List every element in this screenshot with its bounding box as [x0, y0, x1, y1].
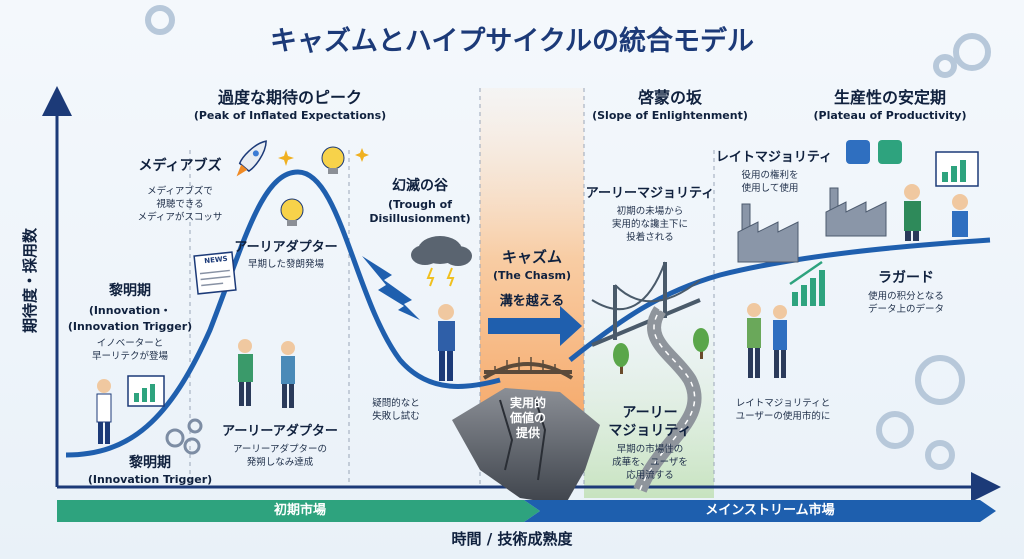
factory-icon [737, 187, 887, 263]
chasm-en-label: (The Chasm) [492, 269, 571, 282]
late-majority-bottom-desc2: ユーザーの使用市的に [735, 411, 831, 422]
x-axis-label: 時間 / 技術成熟度 [451, 530, 573, 548]
adoption-curve [568, 237, 991, 362]
early-majority-bottom-desc3: 応用流する [626, 470, 674, 481]
lightbulb-icon [280, 146, 345, 226]
device-icon [846, 140, 902, 164]
newspaper-icon [193, 251, 237, 295]
chart-board-icon [935, 151, 979, 187]
early-majority-desc2: 実用的な讒主下に [611, 219, 688, 230]
chasm-value3: 提供 [515, 426, 540, 440]
trigger-mid-en1: (Innovation・ [88, 304, 172, 317]
chasm-value2: 価値の [509, 411, 546, 425]
late-majority-desc1: 役用の権利を [741, 170, 799, 181]
late-majority-desc2: 使用して使用 [741, 183, 799, 194]
y-axis-label: 期待度・採用数 [21, 227, 39, 333]
early-majority-bottom-label1: アーリー [622, 405, 678, 421]
chasm-label: キャズム [501, 248, 562, 266]
late-majority-bottom-desc1: レイトマジョリティと [735, 398, 831, 409]
early-majority-bottom-desc1: 早期の市場性の [616, 444, 684, 455]
laggards-desc1: 使用の积分となる [868, 291, 944, 302]
trigger-mid-desc2: 早ーリテクが登場 [91, 351, 168, 362]
early-market-bar [57, 500, 540, 522]
early-adopters-desc: 早期した發朗発場 [247, 259, 324, 270]
trigger-en-label: (Innovation Trigger) [87, 473, 213, 486]
late-majority-label: レイトマジョリティ [715, 150, 833, 165]
trough-desc2: 失敗し試む [372, 411, 420, 422]
trough-label: 幻滅の谷 [392, 178, 448, 194]
tree-icon [613, 328, 709, 374]
hype-curve [65, 169, 501, 458]
media-buzz-desc2: 視聴できる [156, 199, 204, 210]
trough-en1: (Trough of [387, 198, 452, 211]
early-adopters-label: アーリアダプター [234, 240, 338, 255]
early-adopters-bottom-desc1: アーリーアダプターの [232, 444, 328, 455]
trigger-label: 黎明期 [129, 455, 171, 471]
slope-label: 啓蒙の坂 [637, 88, 702, 107]
media-buzz-label: メディアブズ [138, 158, 222, 174]
early-adopters-bottom-desc2: 発朔しなみ達成 [246, 457, 314, 468]
mainstream-market-bar [524, 500, 996, 522]
rocket-icon [236, 140, 267, 177]
gear-icon [145, 5, 991, 470]
early-majority-label: アーリーマジョリティ [585, 186, 715, 201]
trigger-mid-desc1: イノベーターと [96, 338, 164, 349]
slope-en-label: (Slope of Enlightenment) [592, 109, 748, 122]
plateau-en-label: (Plateau of Productivity) [813, 109, 967, 122]
growth-chart-icon [789, 260, 825, 306]
media-buzz-desc3: メディアがスコッサ [137, 212, 223, 223]
mainstream-market-label: メインストリーム市場 [705, 503, 835, 518]
laggards-desc2: データ上のデータ [867, 304, 944, 315]
peak-en-label: (Peak of Inflated Expectations) [193, 109, 387, 122]
storm-cloud-icon [411, 236, 472, 287]
early-majority-desc1: 初期の未場から [616, 206, 684, 217]
arch-bridge-icon [482, 357, 574, 380]
chasm-arrow [488, 306, 582, 346]
trigger-mid-en2: (Innovation Trigger) [67, 320, 193, 333]
person-icon [96, 184, 968, 444]
trough-en2: Disillusionment) [369, 212, 471, 225]
chasm-value1: 実用的 [509, 396, 546, 410]
peak-label: 過度な期待のピーク [217, 88, 362, 107]
early-majority-bottom-label2: マジョリティ [608, 423, 692, 439]
chasm-action-label: 溝を越える [499, 294, 565, 309]
suspension-bridge-icon [591, 261, 701, 347]
trough-desc1: 疑問的なと [372, 398, 420, 409]
chart-board-icon [127, 375, 165, 407]
trigger-mid-label: 黎明期 [109, 283, 151, 299]
laggards-label: ラガード [878, 270, 934, 286]
page-title: キャズムとハイプサイクルの統合モデル [269, 26, 755, 57]
chasm-rock [452, 388, 600, 505]
gear-icon [165, 418, 203, 455]
lightning-icon [362, 256, 420, 320]
early-adopters-bottom-label: アーリーアダプター [222, 424, 338, 439]
plateau-label: 生産性の安定期 [833, 88, 946, 107]
sparkle-icon [278, 148, 369, 166]
early-majority-bottom-desc2: 成華を、ユーザを [612, 457, 688, 468]
early-majority-desc3: 投着される [626, 232, 674, 243]
early-market-label: 初期市場 [273, 503, 326, 518]
media-buzz-desc1: メディアブズで [147, 186, 213, 197]
